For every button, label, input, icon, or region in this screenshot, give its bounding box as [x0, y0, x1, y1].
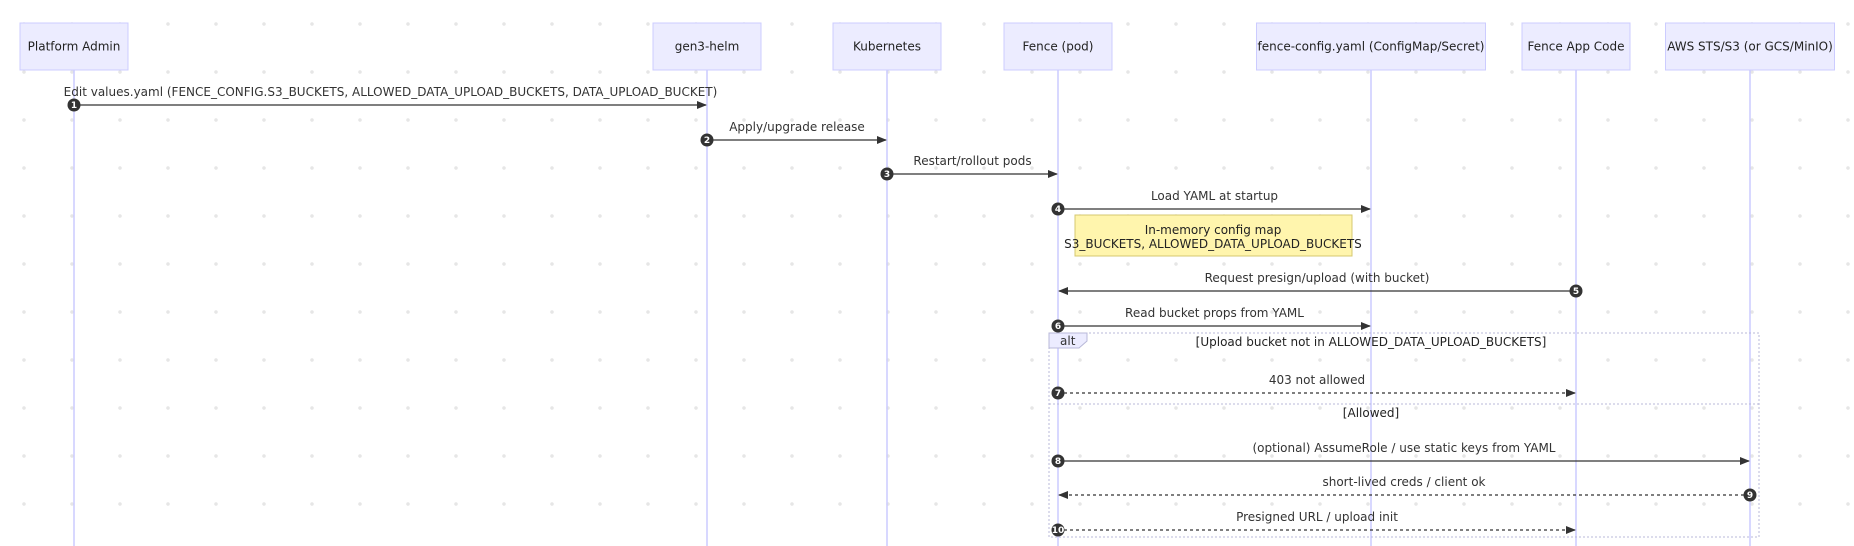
actor-platform-admin: Platform Admin — [19, 22, 129, 71]
actor-label: fence-config.yaml (ConfigMap/Secret) — [1258, 40, 1485, 54]
message-9: short-lived creds / client ok 9 — [1058, 475, 1757, 502]
alt-condition-2: [Allowed] — [1343, 406, 1399, 420]
actor-label: Fence (pod) — [1023, 40, 1094, 54]
message-label: Read bucket props from YAML — [1125, 306, 1304, 320]
message-1: Edit values.yaml (FENCE_CONFIG.S3_BUCKET… — [64, 85, 718, 112]
actor-box — [1665, 22, 1835, 71]
actor-box — [1003, 22, 1113, 71]
message-2: Apply/upgrade release 2 — [700, 120, 887, 147]
actor-label: Kubernetes — [853, 40, 921, 54]
actor-box — [1256, 22, 1486, 71]
actor-label: gen3-helm — [675, 40, 740, 54]
actor-box — [832, 22, 942, 71]
actor-label: Platform Admin — [28, 40, 121, 54]
messages: Edit values.yaml (FENCE_CONFIG.S3_BUCKET… — [64, 85, 1757, 537]
note-line-1: In-memory config map — [1145, 223, 1282, 237]
sequence-number-badge — [1743, 488, 1757, 502]
alt-condition-1: [Upload bucket not in ALLOWED_DATA_UPLOA… — [1196, 335, 1547, 349]
sequence-number-badge — [1569, 284, 1583, 298]
message-label: Apply/upgrade release — [729, 120, 865, 134]
sequence-number: 10 — [1052, 526, 1065, 536]
sequence-number-badge — [700, 133, 714, 147]
actor-box — [1521, 22, 1631, 71]
actor-fence-app-code: Fence App Code — [1521, 22, 1631, 71]
sequence-number: 3 — [884, 170, 890, 180]
sequence-number-badge — [1051, 202, 1065, 216]
note-box — [1074, 214, 1353, 257]
message-label: Request presign/upload (with bucket) — [1205, 271, 1430, 285]
sequence-number: 4 — [1055, 205, 1061, 215]
message-label: Presigned URL / upload init — [1236, 510, 1398, 524]
message-8: (optional) AssumeRole / use static keys … — [1051, 441, 1750, 468]
actor-kubernetes: Kubernetes — [832, 22, 942, 71]
actor-box — [652, 22, 762, 71]
sequence-number-badge — [1051, 319, 1065, 333]
actor-label: AWS STS/S3 (or GCS/MinIO) — [1667, 40, 1833, 54]
message-5: Request presign/upload (with bucket) 5 — [1058, 271, 1583, 298]
note: In-memory config map S3_BUCKETS, ALLOWED… — [1064, 214, 1362, 257]
actor-fence-pod: Fence (pod) — [1003, 22, 1113, 71]
sequence-number: 1 — [71, 101, 77, 111]
message-7: 403 not allowed 7 — [1051, 373, 1576, 400]
actors: Platform Admin gen3-helm Kubernetes Fence (… — [19, 22, 1835, 71]
message-10: Presigned URL / upload init 10 — [1051, 510, 1576, 537]
message-4: Load YAML at startup 4 — [1051, 189, 1371, 216]
alt-frame-tab — [1048, 332, 1088, 349]
message-label: short-lived creds / client ok — [1322, 475, 1485, 489]
message-label: (optional) AssumeRole / use static keys … — [1252, 441, 1555, 455]
sequence-number: 2 — [704, 136, 710, 146]
message-3: Restart/rollout pods 3 — [880, 154, 1058, 181]
alt-frame: alt [Upload bucket not in ALLOWED_DATA_U… — [1048, 332, 1760, 538]
message-6: Read bucket props from YAML 6 — [1051, 306, 1371, 333]
sequence-number-badge — [67, 98, 81, 112]
message-label: 403 not allowed — [1269, 373, 1365, 387]
actor-label: Fence App Code — [1527, 40, 1624, 54]
actor-aws-sts-s3: AWS STS/S3 (or GCS/MinIO) — [1665, 22, 1835, 71]
actor-gen3-helm: gen3-helm — [652, 22, 762, 71]
note-line-2: S3_BUCKETS, ALLOWED_DATA_UPLOAD_BUCKETS — [1064, 237, 1362, 251]
actor-fence-config-yaml: fence-config.yaml (ConfigMap/Secret) — [1256, 22, 1486, 71]
message-label: Restart/rollout pods — [913, 154, 1031, 168]
sequence-number-badge — [880, 167, 894, 181]
sequence-number: 9 — [1747, 491, 1753, 501]
sequence-number-badge — [1051, 454, 1065, 468]
sequence-number: 8 — [1055, 457, 1061, 467]
sequence-number: 6 — [1055, 322, 1061, 332]
alt-keyword: alt — [1060, 334, 1076, 348]
alt-frame-border — [1048, 332, 1760, 538]
message-label: Load YAML at startup — [1151, 189, 1278, 203]
lifelines — [73, 70, 1751, 546]
sequence-number: 7 — [1055, 389, 1061, 399]
actor-box — [19, 22, 129, 71]
sequence-number-badge — [1051, 386, 1065, 400]
sequence-number-badge — [1051, 523, 1065, 537]
sequence-number: 5 — [1573, 287, 1579, 297]
message-label: Edit values.yaml (FENCE_CONFIG.S3_BUCKET… — [64, 85, 718, 99]
